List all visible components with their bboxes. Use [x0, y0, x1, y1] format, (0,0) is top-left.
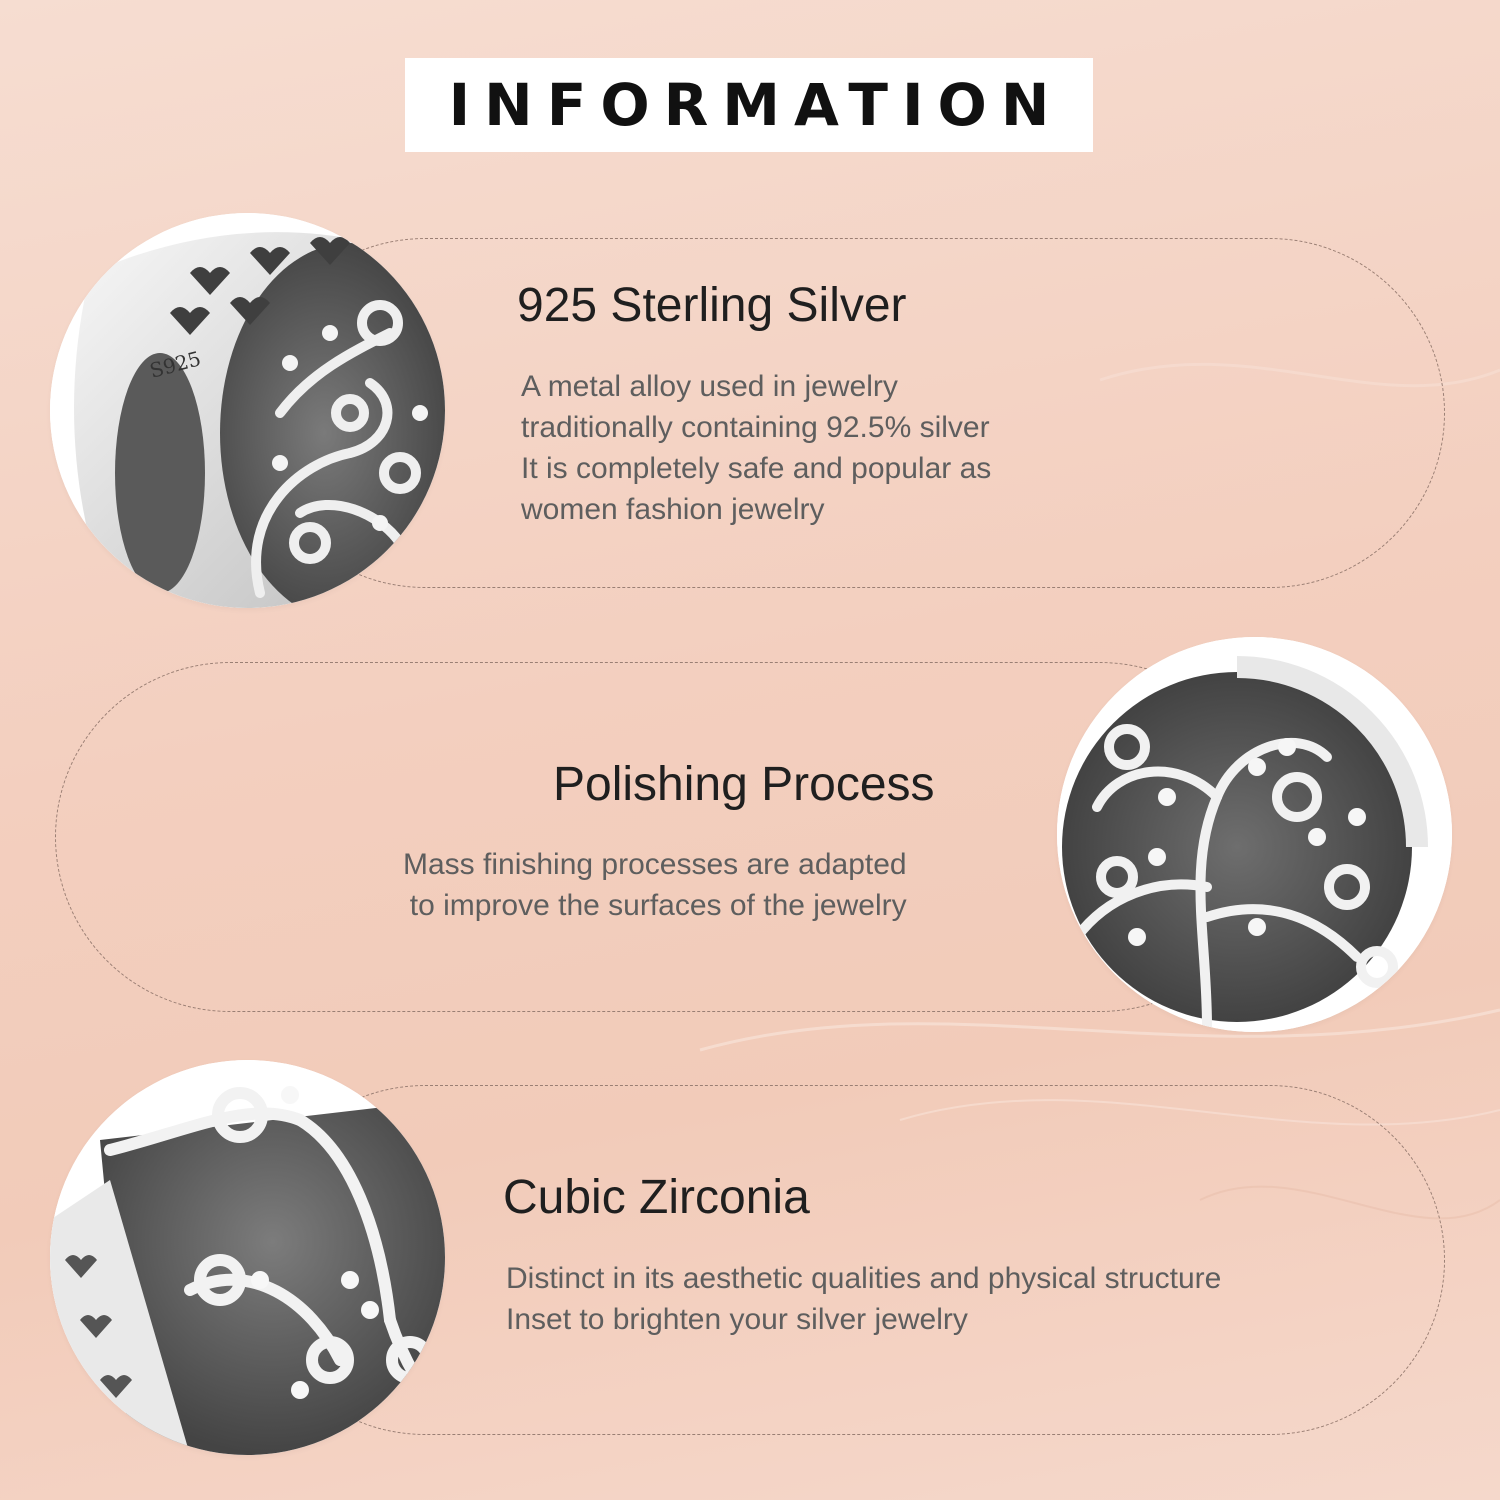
feature-heading-polishing: Polishing Process [553, 758, 935, 811]
title-banner: INFORMATION [405, 58, 1093, 152]
feature-heading-sterling-silver: 925 Sterling Silver [517, 279, 907, 332]
feature-description-cubic-zirconia: Distinct in its aesthetic qualities and … [506, 1258, 1221, 1340]
description-line: traditionally containing 92.5% silver [521, 411, 990, 444]
description-line: Mass finishing processes are adapted [403, 848, 907, 881]
product-image-cubic-zirconia [50, 1060, 445, 1455]
page-title: INFORMATION [448, 71, 1064, 139]
description-line: It is completely safe and popular as [521, 452, 992, 485]
description-line: Distinct in its aesthetic qualities and … [506, 1262, 1222, 1295]
description-line: women fashion jewelry [521, 493, 825, 526]
product-image-polishing [1057, 637, 1452, 1032]
feature-description-polishing: Mass finishing processes are adapted to … [403, 844, 907, 926]
description-line: Inset to brighten your silver jewelry [506, 1303, 968, 1336]
description-line: A metal alloy used in jewelry [521, 370, 898, 403]
feature-heading-cubic-zirconia: Cubic Zirconia [503, 1171, 810, 1224]
description-line: to improve the surfaces of the jewelry [409, 889, 907, 922]
feature-description-sterling-silver: A metal alloy used in jewelry traditiona… [521, 366, 991, 530]
product-image-sterling-silver: S925 [50, 213, 445, 608]
